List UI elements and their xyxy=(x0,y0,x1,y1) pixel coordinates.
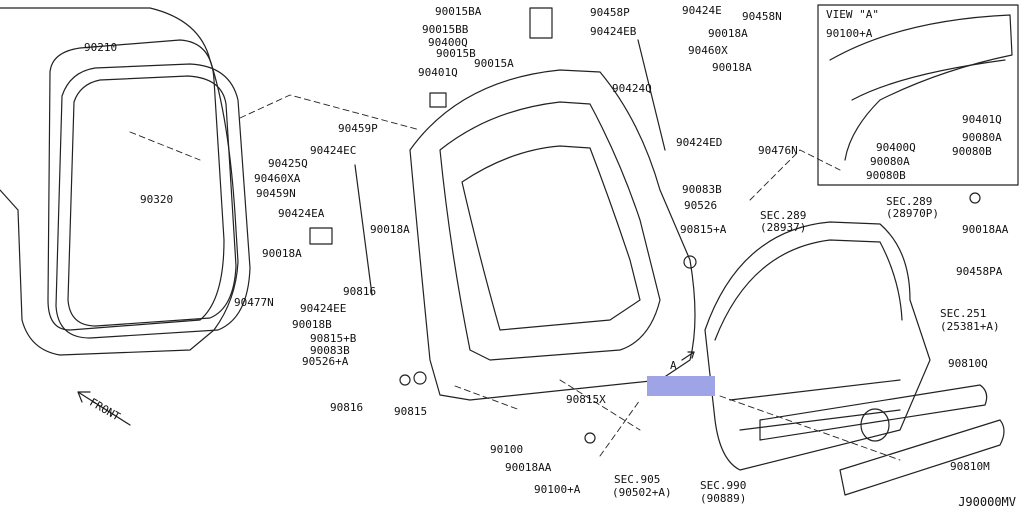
part-label: 90100+A xyxy=(826,27,873,40)
part-label: 90015B xyxy=(436,47,476,60)
part-label: 90018B xyxy=(292,318,332,331)
part-label: 90816 xyxy=(330,401,364,414)
part-label: 90477N xyxy=(234,296,274,309)
emblem xyxy=(860,408,890,442)
part-label: SEC.289 xyxy=(886,195,933,208)
gas-stay-left xyxy=(354,164,373,296)
weatherstrip-seal xyxy=(55,63,251,339)
part-label: 90815 xyxy=(394,405,428,418)
part-label: 90083B xyxy=(310,344,350,357)
part-label: 90100+A xyxy=(534,483,581,496)
part-label: 90424EC xyxy=(310,144,357,157)
part-label: 90400Q xyxy=(428,36,468,49)
part-label: 90815X xyxy=(566,393,606,406)
part-label: 90018AA xyxy=(962,223,1009,236)
gas-stay-right xyxy=(637,39,666,151)
part-label: 90424EB xyxy=(590,25,637,38)
part-label: (90889) xyxy=(700,492,747,505)
part-label: 90815+B xyxy=(310,332,357,345)
diagram-code: J90000MV xyxy=(958,495,1016,509)
part-label: 90018AA xyxy=(505,461,552,474)
part-label: 90810Q xyxy=(948,357,988,370)
part-label: 90459N xyxy=(256,187,296,200)
part-label: 90401Q xyxy=(962,113,1002,126)
part-label: 90815+A xyxy=(680,223,727,236)
back-door-inner-panel xyxy=(409,69,696,401)
part-label: 90424E xyxy=(682,4,722,17)
vehicle-body-outline xyxy=(0,7,239,356)
part-label: 90476N xyxy=(758,144,798,157)
part-label: 90458PA xyxy=(956,265,1003,278)
part-label: 90015A xyxy=(474,57,514,70)
part-label: 90424Q xyxy=(612,82,652,95)
front-arrow xyxy=(77,391,131,426)
part-label: 90100 xyxy=(490,443,524,456)
highlight-box xyxy=(647,376,715,396)
view-marker-label: A xyxy=(670,359,677,372)
part-label: (28937) xyxy=(760,221,807,234)
part-label: 90810M xyxy=(950,460,990,473)
back-door-outer-assembly xyxy=(704,221,931,471)
part-label: SEC.905 xyxy=(614,473,661,486)
part-label: 90080B xyxy=(866,169,906,182)
part-label: 90080A xyxy=(870,155,910,168)
part-label: 90424ED xyxy=(676,136,723,149)
part-label: 90083B xyxy=(682,183,722,196)
part-label: 90400Q xyxy=(876,141,916,154)
part-label: 90320 xyxy=(140,193,174,206)
vehicle-window-opening xyxy=(47,39,225,331)
part-label: 90015BA xyxy=(435,5,482,18)
finisher-garnish-upper xyxy=(759,384,988,441)
part-label: (28970P) xyxy=(886,207,939,220)
part-label: 90425Q xyxy=(268,157,308,170)
part-label: 90401Q xyxy=(418,66,458,79)
part-label: 90526+A xyxy=(302,355,349,368)
part-label: (25381+A) xyxy=(940,320,1000,333)
part-label: 90458P xyxy=(590,6,630,19)
part-label: 90080B xyxy=(952,145,992,158)
view-a-inset xyxy=(817,4,1019,186)
part-label: 90018A xyxy=(370,223,410,236)
view-a-title: VIEW "A" xyxy=(826,8,879,21)
part-label: 90210 xyxy=(84,41,118,54)
part-label: 90816 xyxy=(343,285,377,298)
part-label: 90018A xyxy=(712,61,752,74)
part-label: 90015BB xyxy=(422,23,469,36)
view-marker-arrow xyxy=(681,351,695,361)
part-label: SEC.289 xyxy=(760,209,807,222)
part-label: 90459P xyxy=(338,122,378,135)
part-label: 90460X xyxy=(688,44,728,57)
part-label: 90018A xyxy=(708,27,748,40)
part-label: 90424EA xyxy=(278,207,325,220)
finisher-garnish-lower xyxy=(839,419,1005,496)
part-label: 90458N xyxy=(742,10,782,23)
part-label: (90502+A) xyxy=(612,486,672,499)
part-label: 90080A xyxy=(962,131,1002,144)
part-label: 90460XA xyxy=(254,172,301,185)
part-label: 90526 xyxy=(684,199,718,212)
part-label: 90424EE xyxy=(300,302,347,315)
part-label: 90018A xyxy=(262,247,302,260)
part-label: SEC.251 xyxy=(940,307,987,320)
part-label: SEC.990 xyxy=(700,479,747,492)
